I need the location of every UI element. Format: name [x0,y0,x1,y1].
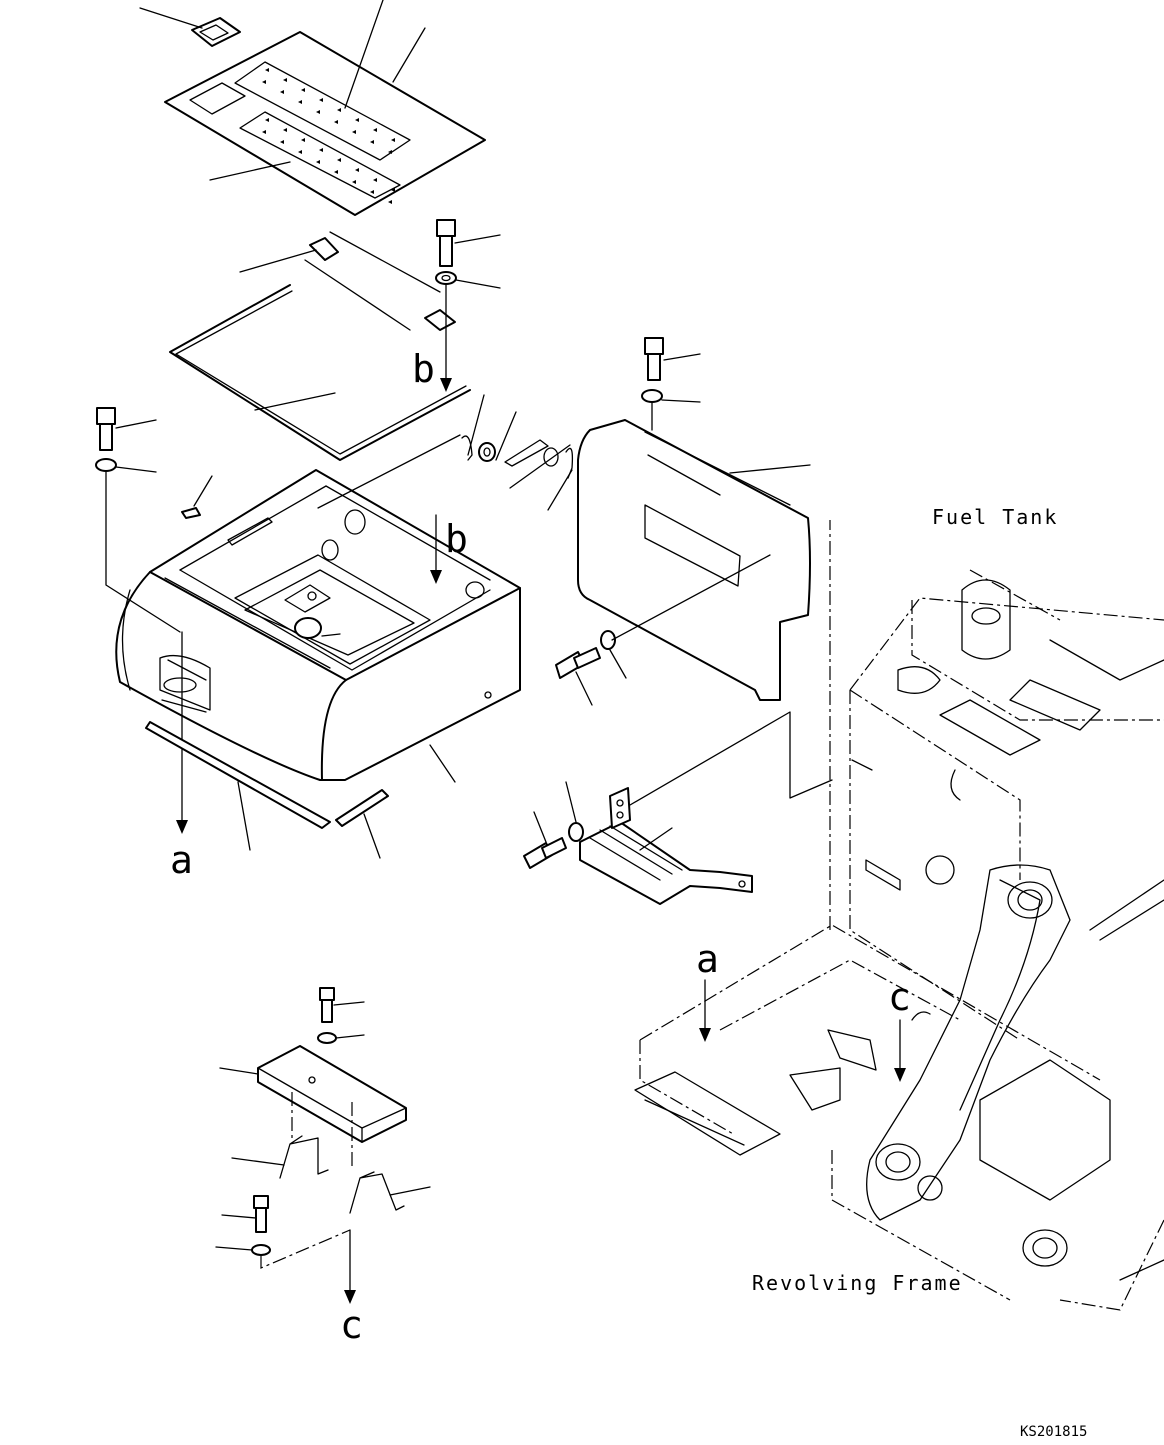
perforation-dot [319,148,323,152]
perforation-dot [298,150,302,154]
perforation-dot [355,118,359,122]
drawing-code-label: KS201815 [1020,1424,1087,1440]
leader-lines-top [139,0,426,181]
perforation-dot [301,138,305,142]
perforation-dot [373,128,377,132]
perforation-dot [352,180,356,184]
perforation-dot [370,190,374,194]
perforation-dot [355,168,359,172]
connector-c-frame: c [888,975,911,1019]
step-bracket [523,711,833,905]
battery-box [115,469,521,783]
fuel-tank-label: Fuel Tank [932,505,1058,529]
perforation-dot [280,140,284,144]
perforation-dot [280,90,284,94]
fuel-tank-frame [634,520,1164,1311]
perforation-dot [265,118,269,122]
connector-b-lower: b [445,517,468,561]
lid-gasket [169,284,471,461]
perforation-dot [352,130,356,134]
connector-a-main: a [170,838,193,882]
perforation-dot [298,100,302,104]
connector-b-upper: b [412,347,435,391]
perforation-dot [370,140,374,144]
perforation-dot [391,188,395,192]
hinges [239,231,456,331]
arrow-b-lower [317,434,461,584]
perforation-dot [283,78,287,82]
perforation-dot [391,138,395,142]
connector-a-frame: a [696,937,719,981]
perforation-dot [334,170,338,174]
bolt-left-a [95,407,188,834]
perforation-dot [373,178,377,182]
perforation-dot [388,150,392,154]
lower-tray-assembly [215,987,431,1304]
perforation-dot [316,160,320,164]
perforation-dot [337,108,341,112]
perforation-dot [262,80,266,84]
perforation-dot [301,88,305,92]
perforation-dot [316,110,320,114]
perforation-dot [262,130,266,134]
side-cover-panel [577,337,811,701]
perforation-dot [388,200,392,204]
perforation-dot [283,128,287,132]
clip-pins [461,394,574,511]
connector-c-bracket: c [340,1303,363,1347]
bolt-upper-b [435,219,501,392]
perforation-dot [334,120,338,124]
perforation-dot [265,68,269,72]
revolving-frame-label: Revolving Frame [752,1271,963,1295]
perforation-dot [319,98,323,102]
bolt-mid [555,554,771,706]
seal-strips [145,721,389,859]
latch-part [191,17,241,47]
perforation-dot [337,158,341,162]
top-cover-plate [164,31,486,216]
